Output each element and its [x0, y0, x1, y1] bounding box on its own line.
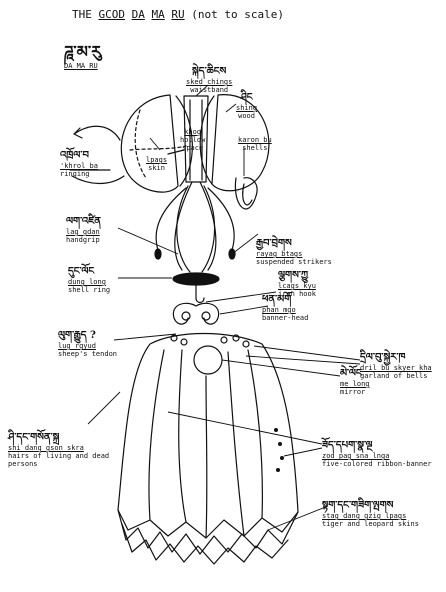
title-ru: RU	[171, 8, 185, 21]
drum-strap	[174, 181, 217, 271]
drum-right-skin	[199, 95, 215, 185]
suspended-strikers	[155, 187, 235, 251]
label-lpags: lpags skin	[146, 156, 168, 172]
title-da: DA	[131, 8, 145, 21]
pointer-ribbon-1	[167, 411, 323, 445]
karon-shells	[234, 177, 258, 210]
title-prefix: THE	[72, 8, 92, 21]
pointer-hairs	[87, 391, 121, 425]
shell-ring	[172, 272, 220, 286]
mirror	[193, 345, 223, 375]
label-mirror: མེ་ལོང me long mirror	[340, 368, 370, 396]
pointer-tendon	[113, 333, 177, 341]
pointer-strikers	[231, 233, 259, 255]
pointer-skins	[267, 505, 329, 531]
title-ma: MA	[151, 8, 165, 21]
pointer-bannerhead	[219, 305, 269, 315]
pointer-ribbon-2	[283, 447, 323, 457]
label-dunglong: དུང་ལོང dung long shell ring	[68, 266, 111, 294]
pointer-bells-1	[253, 345, 361, 361]
label-handgrip: ལག་འཛིན lag gdan handgrip	[66, 216, 101, 244]
banner-head	[172, 302, 220, 325]
title-gcod: GCOD	[98, 8, 126, 21]
pointer-ironhook	[205, 291, 277, 303]
ribbon-banner	[117, 332, 299, 539]
page-title: THE GCOD DA MA RU (not to scale)	[72, 9, 284, 21]
label-waistband: སྐེད་ཆིངས sked chings waistband	[186, 66, 233, 94]
label-shing: ཤིང shing wood	[236, 92, 258, 120]
label-strikers: རྒྱབ་བྲེགས rayag btags suspended striker…	[256, 238, 332, 266]
drum-left-skin	[175, 95, 193, 187]
heading-wylie: DA MA RU	[64, 62, 98, 70]
label-hairs: ཤི་དང་གསོན་སྐྲ shi dang gson skra hairs …	[8, 432, 110, 468]
title-note: (not to scale)	[191, 8, 284, 21]
drum-left-head	[120, 94, 179, 193]
pointer-bells-2	[245, 355, 361, 365]
label-skins: སྟག་དང་གཟིག་ལྤགས stag dang gzig lpags ti…	[322, 500, 419, 528]
drum-right-head	[211, 94, 270, 192]
label-tendon: ལུག་རྒྱུད ? lug rgyud sheep's tendon	[58, 330, 118, 358]
label-khrol: འཁྲོལ་བ 'khrol ba ringing	[60, 150, 98, 178]
pointer-handgrip	[117, 227, 179, 255]
label-bannerhead: ཕན་མགོ phan mgo banner-head	[262, 294, 309, 322]
iron-hook	[195, 284, 205, 304]
pointer-shing	[225, 103, 237, 113]
heading-tibetan: ཌཱ་མ་རུ	[64, 42, 102, 61]
label-karon: karon bu shells	[238, 136, 272, 152]
pointer-mirror	[221, 359, 341, 377]
label-ironhook: ལྕགས་ཀྱུ lcags kyu iron hook	[278, 270, 316, 298]
tiger-leopard-skins	[117, 509, 299, 555]
label-ribbon: ཟོད་དཔག་སྣ་ལྔ zod pag sna lnga five-colo…	[322, 440, 432, 468]
label-bells: དྲིལ་བུ་སྐྱེར་ཁ dril bu skyer kha garlan…	[360, 352, 432, 380]
label-khog: khog hollow space	[180, 128, 206, 152]
heading-label: ཌཱ་མ་རུ DA MA RU	[64, 42, 101, 70]
pointer-waistband	[195, 84, 209, 97]
drum-waistband	[183, 95, 209, 183]
pointer-lpags	[149, 137, 161, 151]
ringing-arrow	[73, 125, 121, 141]
